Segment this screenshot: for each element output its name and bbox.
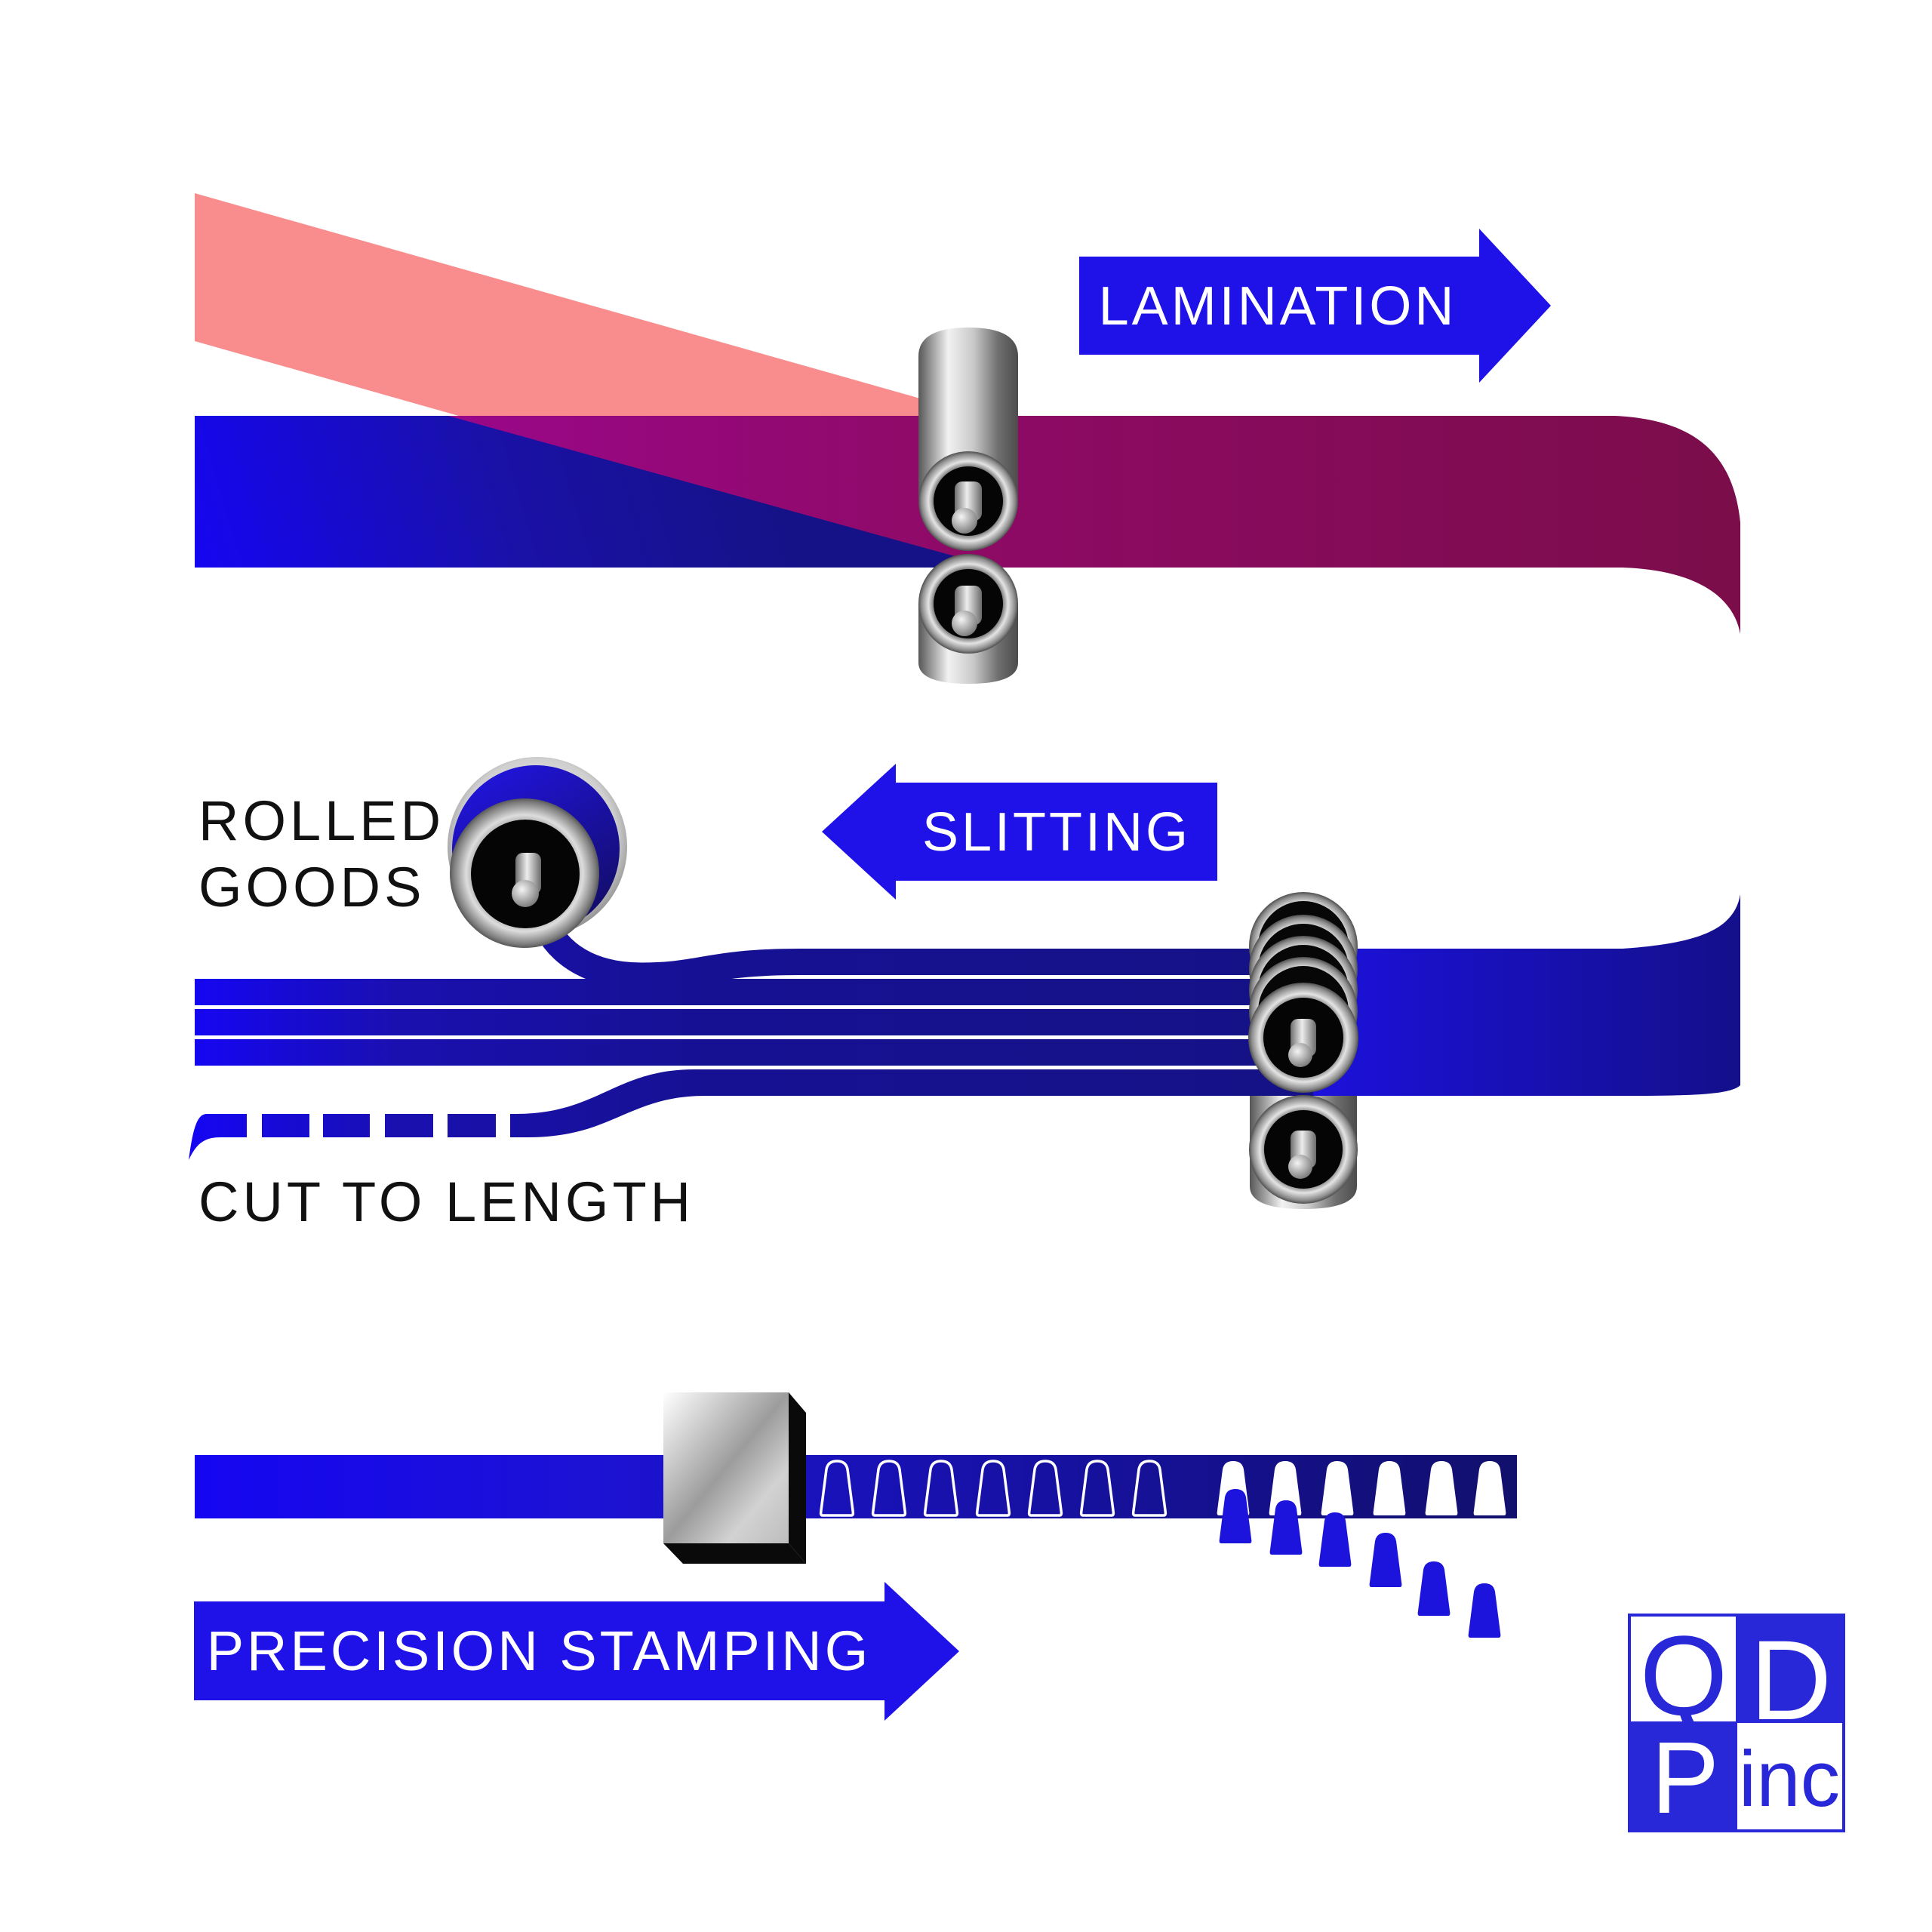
roller-cylinder <box>918 328 1018 501</box>
company-logo: Q D P inc <box>1628 1612 1845 1835</box>
precision-stamping-arrow: PRECISION STAMPING <box>194 1582 959 1721</box>
lamination-arrow: LAMINATION <box>1079 229 1551 383</box>
logo-letter-q: Q <box>1640 1612 1728 1739</box>
rolled-goods-coil <box>448 757 627 948</box>
cut-dash-curled-end <box>189 1114 247 1160</box>
slit-strip <box>195 1009 1313 1035</box>
rolled-goods-label-line2: GOODS <box>198 856 425 918</box>
slitting-arrow: SLITTING <box>822 764 1217 900</box>
logo-suffix-inc: inc <box>1739 1735 1840 1823</box>
cut-dash <box>323 1114 370 1137</box>
slit-strip-s-curve <box>510 1069 1313 1137</box>
lamination-overlap-wedge <box>448 416 968 560</box>
die-bottom-shadow <box>663 1543 806 1564</box>
precision-stamping-arrow-label: PRECISION STAMPING <box>207 1620 872 1682</box>
logo-cell-top-left <box>1631 1617 1736 1721</box>
cut-dash <box>448 1114 496 1137</box>
slitting-arrow-label: SLITTING <box>922 802 1191 863</box>
lamination-top-roller <box>918 328 1018 551</box>
stamping-section: PRECISION STAMPING <box>194 1392 1517 1721</box>
cut-to-length-label: CUT TO LENGTH <box>198 1171 694 1233</box>
slitting-input-band <box>1283 894 1740 1096</box>
slitting-section: SLITTING ROLLED GOODS CUT TO LENGTH <box>189 757 1740 1233</box>
logo-letter-p: P <box>1651 1721 1719 1835</box>
arrow-head-icon <box>884 1582 959 1721</box>
stamping-die <box>663 1392 806 1564</box>
lamination-bottom-roller <box>918 554 1018 684</box>
cut-dash <box>385 1114 433 1137</box>
lamination-arrow-label: LAMINATION <box>1099 276 1457 337</box>
slit-strip <box>195 979 1313 1005</box>
roller-pin-ball <box>952 611 977 636</box>
cut-dash <box>262 1114 309 1137</box>
lamination-section: LAMINATION <box>195 193 1740 684</box>
stamping-strip <box>195 1455 1517 1518</box>
slitter-pin-ball <box>1288 1155 1312 1179</box>
slitter-pin-ball <box>1288 1043 1312 1067</box>
logo-letter-d: D <box>1750 1617 1832 1743</box>
slitter-assembly <box>1248 892 1358 1209</box>
slit-strip <box>195 1039 1313 1066</box>
arrow-head-icon <box>822 764 896 900</box>
arrow-head-icon <box>1479 229 1551 383</box>
arrow-body <box>1079 257 1479 355</box>
coil-pin-ball <box>512 880 539 907</box>
logo-cell-bottom-right <box>1737 1723 1842 1829</box>
die-face <box>663 1392 789 1543</box>
roller-pin-ball <box>952 508 977 534</box>
rolled-goods-label-line1: ROLLED <box>198 789 445 852</box>
cut-to-length-dashes <box>189 1114 496 1160</box>
slit-strip-to-roll <box>535 921 1313 989</box>
laminated-output-band <box>968 416 1740 634</box>
arrow-body <box>194 1601 884 1700</box>
arrow-body <box>896 783 1217 881</box>
die-side-shadow <box>789 1392 806 1564</box>
